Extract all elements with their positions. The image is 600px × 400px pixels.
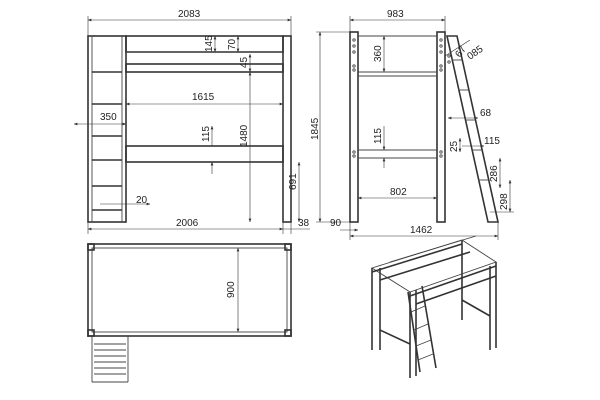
dim-1845: 1845 xyxy=(310,117,321,140)
top-ladder xyxy=(91,336,129,383)
dim-1480: 1480 xyxy=(239,124,250,147)
dim-70: 70 xyxy=(227,38,238,50)
dim-115: 115 xyxy=(201,126,212,142)
dim-68: 68 xyxy=(480,108,492,119)
dim-2083: 2083 xyxy=(178,9,201,20)
front-ladder xyxy=(91,36,123,222)
dim-1615: 1615 xyxy=(192,92,215,103)
side-ladder xyxy=(446,35,499,223)
side-left-post xyxy=(349,31,359,223)
dim-360: 360 xyxy=(373,45,384,62)
side-view: 983 360 67 085 1845 68 115 25 115 286 29… xyxy=(310,9,514,240)
isometric-view xyxy=(370,235,498,378)
dim-115-side: 115 xyxy=(373,128,384,144)
front-bed-rail xyxy=(125,145,284,163)
front-middle-rail xyxy=(125,63,284,73)
front-left-post xyxy=(87,35,127,223)
dim-085: 085 xyxy=(465,44,485,63)
dim-25: 25 xyxy=(449,140,460,152)
dim-802: 802 xyxy=(390,187,407,198)
top-left-post xyxy=(87,243,95,251)
dim-350: 350 xyxy=(100,112,117,123)
dim-115-ladder: 115 xyxy=(484,136,500,147)
side-right-post xyxy=(436,31,446,223)
iso-ladder xyxy=(407,285,437,373)
dim-38: 38 xyxy=(298,218,310,229)
top-right-post xyxy=(284,243,292,251)
dim-20: 20 xyxy=(136,195,148,206)
dim-2006: 2006 xyxy=(176,218,199,229)
dim-691: 691 xyxy=(288,173,299,190)
top-view: 900 xyxy=(87,243,292,383)
dim-90: 90 xyxy=(330,218,342,229)
front-right-post xyxy=(282,35,292,223)
side-bolts xyxy=(352,38,443,158)
dim-983: 983 xyxy=(387,9,404,20)
dim-1462: 1462 xyxy=(410,225,433,236)
dim-286: 286 xyxy=(489,165,500,182)
dim-298: 298 xyxy=(499,193,510,210)
top-bed-frame xyxy=(87,243,292,337)
dim-145: 145 xyxy=(204,35,215,52)
dim-900: 900 xyxy=(226,281,237,298)
front-view: 2083 145 70 45 1615 350 115 1480 691 20 xyxy=(73,9,310,234)
dim-45: 45 xyxy=(239,56,250,68)
